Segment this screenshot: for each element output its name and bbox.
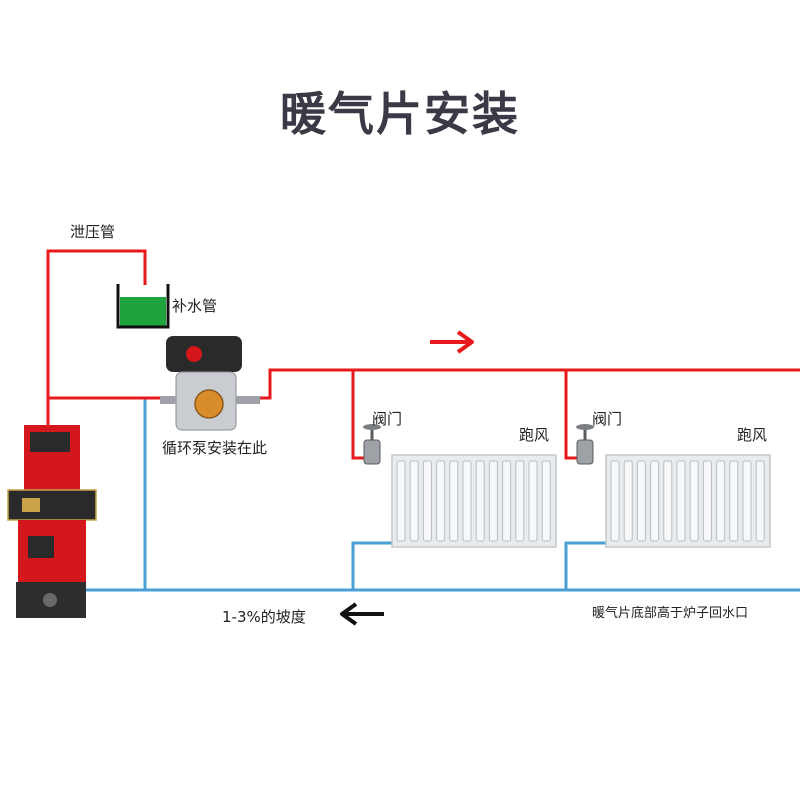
boiler-ash-vent	[43, 593, 57, 607]
valve-2	[576, 424, 594, 465]
relief-pipe-label: 泄压管	[70, 223, 116, 241]
tank-water	[120, 297, 166, 326]
radiator-fin	[409, 460, 419, 542]
air-vent-2-label: 跑风	[737, 426, 768, 444]
pump-indicator	[186, 346, 202, 362]
boiler-stove	[7, 425, 97, 618]
arrow-right-icon	[430, 330, 474, 354]
slope-note-label: 1-3%的坡度	[222, 608, 306, 626]
radiator-fin	[610, 460, 620, 542]
boiler-collar	[7, 489, 97, 521]
valve-2-body	[576, 439, 594, 465]
return-pipes	[82, 398, 800, 592]
relief-pipe	[46, 249, 147, 425]
radiator-fin	[755, 460, 765, 542]
supply-main-pipe	[48, 368, 800, 400]
pump-outlet	[236, 396, 260, 404]
radiator-2-fins	[610, 460, 765, 542]
pump-inlet	[160, 396, 176, 404]
radiator-fin	[462, 460, 472, 542]
valve-1	[363, 424, 381, 465]
radiator-2	[605, 454, 771, 548]
boiler-top-panel	[30, 432, 70, 452]
radiator-1-return-pipe	[351, 541, 392, 590]
radiator-fin	[689, 460, 699, 542]
radiator-fin	[475, 460, 485, 542]
radiator-1-fins	[396, 460, 551, 542]
radiator-fin	[636, 460, 646, 542]
tank-body	[116, 284, 170, 329]
boiler-badge	[22, 498, 40, 512]
radiator-2-supply-pipe	[564, 370, 580, 460]
radiator-fin	[502, 460, 512, 542]
radiator-fin	[396, 460, 406, 542]
radiator-fin	[676, 460, 686, 542]
boiler-firebox-door	[28, 536, 54, 558]
radiator-fin	[449, 460, 459, 542]
radiator-fin	[528, 460, 538, 542]
pump-note-label: 循环泵安装在此	[162, 439, 268, 457]
supply-pipes	[46, 249, 800, 460]
circulation-pump	[160, 336, 260, 431]
radiator-fin	[702, 460, 712, 542]
radiator-fin	[515, 460, 525, 542]
radiator-fin	[623, 460, 633, 542]
radiator-fin	[436, 460, 446, 542]
radiator-1-supply-pipe	[351, 370, 368, 460]
radiator-1	[391, 454, 557, 548]
radiator-fin	[422, 460, 432, 542]
makeup-pipe-label: 补水管	[172, 297, 218, 315]
radiator-height-note-label: 暖气片底部高于炉子回水口	[592, 606, 749, 621]
pump-motor	[166, 336, 242, 372]
radiator-fin	[663, 460, 673, 542]
radiator-fin	[650, 460, 660, 542]
makeup-water-tank	[116, 284, 170, 329]
pump-impeller-cover	[194, 389, 224, 419]
arrow-left-icon	[340, 602, 384, 626]
air-vent-1-label: 跑风	[519, 426, 550, 444]
radiator-fin	[541, 460, 551, 542]
radiator-fin	[729, 460, 739, 542]
radiator-fin	[742, 460, 752, 542]
radiator-2-return-pipe	[564, 541, 606, 590]
radiator-fin	[488, 460, 498, 542]
valve-1-label: 阀门	[372, 410, 403, 428]
page-title: 暖气片安装	[280, 87, 520, 141]
valve-2-label: 阀门	[592, 410, 623, 428]
radiator-fin	[716, 460, 726, 542]
valve-1-body	[363, 439, 381, 465]
